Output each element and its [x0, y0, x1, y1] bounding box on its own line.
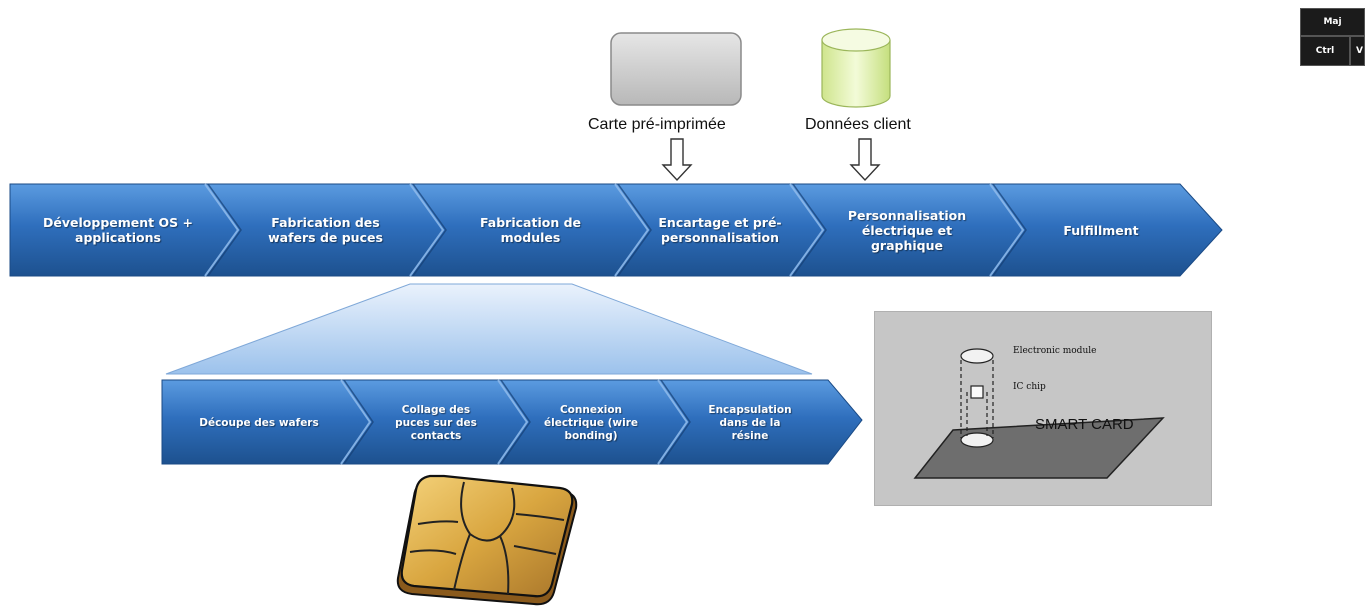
- smart-card-label: SMART CARD: [1035, 416, 1134, 433]
- value-chain-arrow: [9, 183, 1223, 277]
- ctrl-key: Ctrl: [1300, 36, 1350, 66]
- substep-encapsulation: Encapsulation dans de la résine: [708, 403, 792, 442]
- zoom-trapezoid: [165, 283, 813, 375]
- chip-module-illustration: [396, 474, 578, 606]
- stage-fulfillment: Fulfillment: [1063, 222, 1139, 238]
- stage-card-embedding: Encartage et pré- personnalisation: [658, 215, 782, 245]
- electronic-module-label: Electronic module: [1013, 346, 1097, 356]
- ic-chip-label: IC chip: [1013, 382, 1046, 392]
- shift-key: Maj: [1300, 8, 1365, 36]
- down-arrow-icon: [849, 138, 881, 182]
- substep-die-bonding: Collage des puces sur des contacts: [395, 403, 477, 442]
- stage-personalisation: Personnalisation électrique et graphique: [847, 207, 967, 253]
- substep-wafer-cutting: Découpe des wafers: [199, 416, 319, 429]
- stage-os-development: Développement OS + applications: [43, 215, 193, 245]
- substep-wire-bonding: Connexion électrique (wire bonding): [543, 403, 639, 442]
- stage-module-fabrication: Fabrication de modules: [479, 215, 581, 245]
- database-cylinder-icon: [821, 28, 891, 108]
- preprinted-card-icon: [610, 32, 742, 106]
- stage-wafer-fabrication: Fabrication des wafers de puces: [268, 215, 383, 245]
- customer-data-label: Données client: [805, 116, 911, 133]
- v-key: V: [1350, 36, 1365, 66]
- smart-card-schematic: Electronic module IC chip SMART CARD: [874, 311, 1212, 506]
- preprinted-card-label: Carte pré-imprimée: [588, 116, 726, 133]
- module-process-arrow: [161, 379, 863, 465]
- down-arrow-icon: [661, 138, 693, 182]
